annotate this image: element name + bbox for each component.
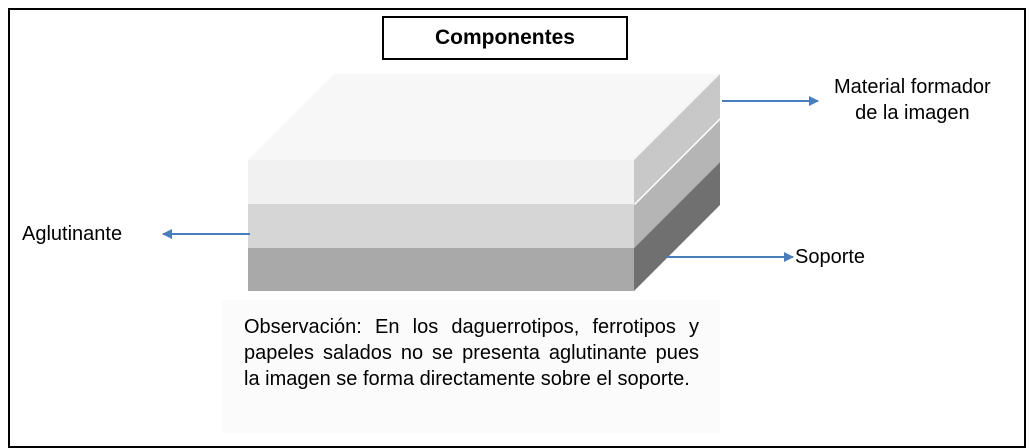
- label-binder: Aglutinante: [22, 223, 123, 245]
- label-image-material-line2: de la imagen: [855, 102, 970, 124]
- observation-note: Observación: En los daguerrotipos, ferro…: [244, 316, 699, 390]
- note-background: [222, 300, 720, 433]
- support-layer: [248, 162, 720, 291]
- support-layer-front: [248, 248, 634, 291]
- diagram-title: Componentes: [382, 16, 628, 60]
- image-material-layer-front: [248, 160, 634, 204]
- label-image-material: Material formador de la imagen: [834, 74, 991, 126]
- image-material-layer: [248, 74, 720, 204]
- label-image-material-line1: Material formador: [834, 76, 991, 98]
- layer-stack-diagram: [162, 74, 819, 433]
- label-support: Soporte: [795, 246, 866, 268]
- binder-layer-front: [248, 204, 634, 248]
